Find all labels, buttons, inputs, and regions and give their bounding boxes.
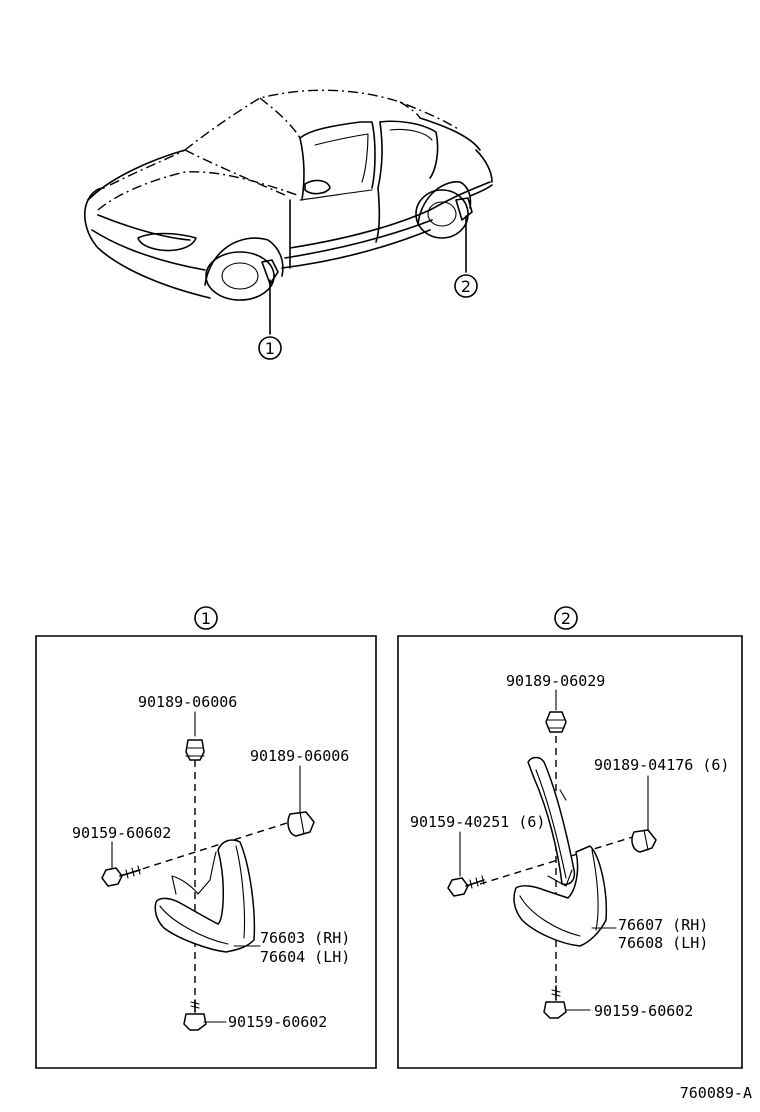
- screw-bottom-icon: [183, 999, 207, 1031]
- mudguard-front-icon: [154, 839, 256, 953]
- label-mudguard-lh-rear: 76608 (LH): [618, 934, 708, 952]
- svg-text:2: 2: [461, 277, 471, 296]
- clip-right-rear-icon: [631, 829, 657, 853]
- label-mudguard-lh: 76604 (LH): [260, 948, 350, 966]
- assembly-axis-diagonal-rear: [479, 835, 637, 885]
- assembly-axis-diagonal: [119, 821, 291, 877]
- label-screw-left-rear: 90159-40251 (6): [410, 813, 545, 831]
- panel-front-title: 1: [201, 609, 211, 628]
- label-clip-top-rear: 90189-06029: [506, 672, 605, 690]
- label-screw-bottom-rear: 90159-60602: [594, 1002, 693, 1020]
- screw-left-rear-icon: [447, 875, 485, 897]
- label-mudguard-rh-rear: 76607 (RH): [618, 916, 708, 934]
- panel-rear-badge: [554, 606, 578, 630]
- mudguard-rear-icon: [513, 756, 608, 947]
- label-clip-top: 90189-06006: [138, 693, 237, 711]
- panel-front-badge: [194, 606, 218, 630]
- screw-left-icon: [101, 865, 141, 887]
- clip-top-icon: [185, 739, 205, 761]
- label-clip-right-rear: 90189-04176 (6): [594, 756, 729, 774]
- figure-code: 760089-A: [680, 1084, 752, 1102]
- panel-rear: 2 90189-06029 90189-04176 (6) 901: [397, 606, 743, 1069]
- callout-front: 1: [258, 336, 282, 360]
- label-mudguard-rh: 76603 (RH): [260, 929, 350, 947]
- panel-front: 1 90189-06006 90189-06006 90159-6: [35, 606, 377, 1069]
- panel-rear-title: 2: [561, 609, 571, 628]
- car-illustration: [84, 89, 493, 335]
- label-clip-right: 90189-06006: [250, 747, 349, 765]
- screw-bottom-rear-icon: [543, 985, 567, 1019]
- clip-right-icon: [287, 811, 315, 837]
- label-screw-left: 90159-60602: [72, 824, 171, 842]
- clip-top-rear-icon: [545, 711, 567, 733]
- svg-text:1: 1: [265, 339, 275, 358]
- callout-rear: 2: [454, 274, 478, 298]
- label-screw-bottom: 90159-60602: [228, 1013, 327, 1031]
